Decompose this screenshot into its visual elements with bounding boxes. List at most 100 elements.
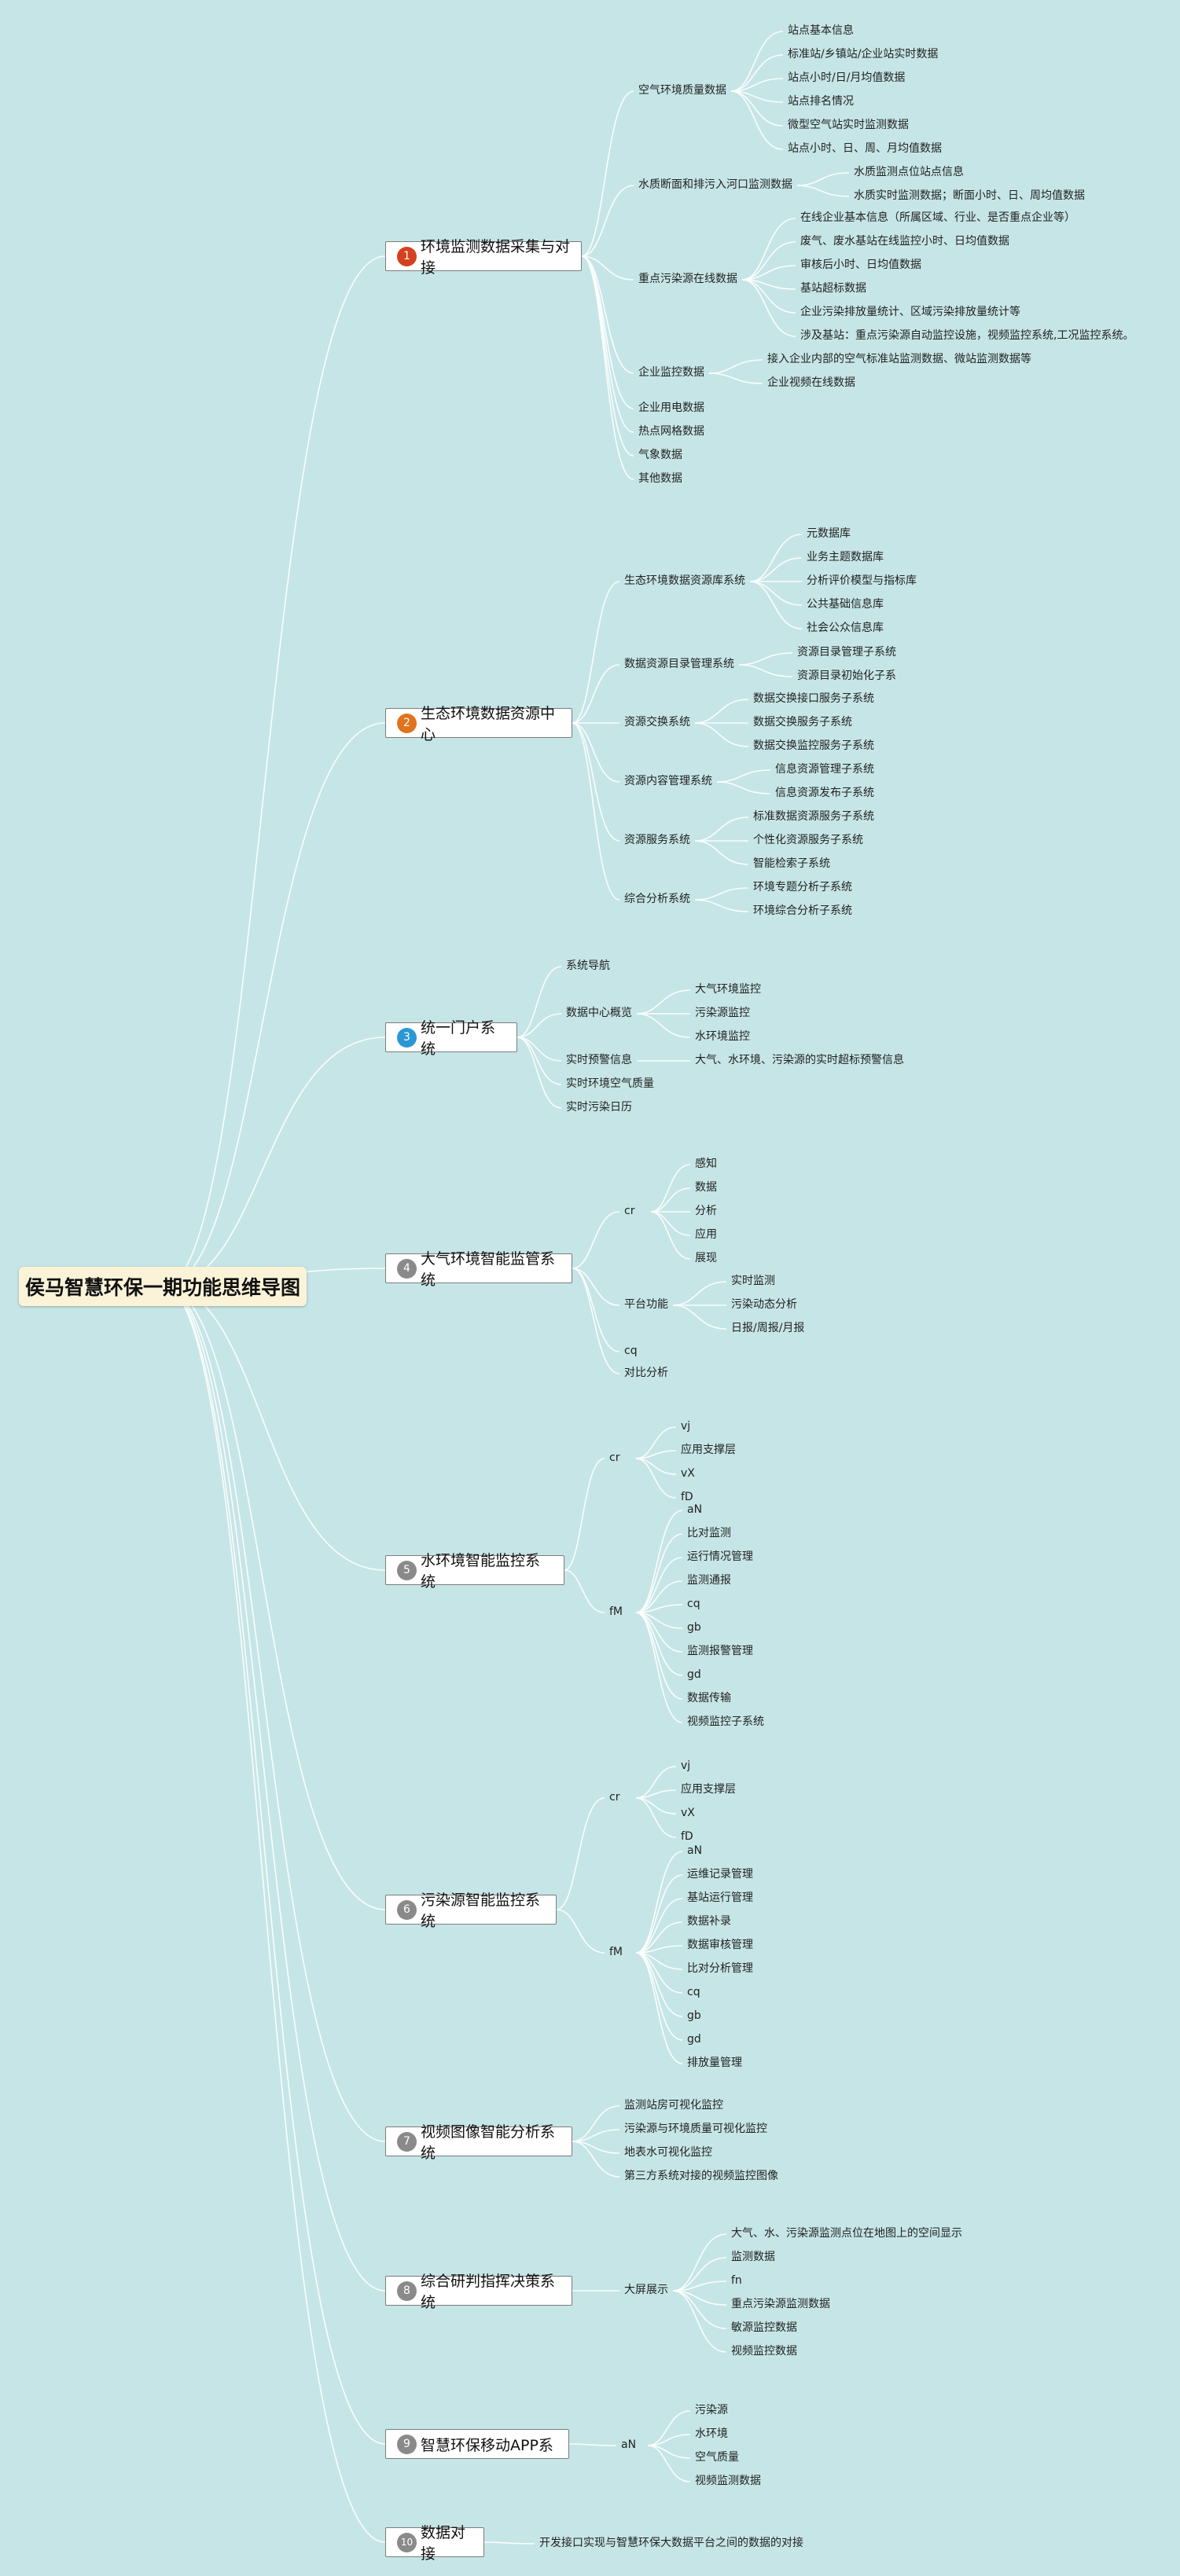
subtopic-label: cr bbox=[624, 1205, 635, 1217]
subtopic-label: 企业用电数据 bbox=[638, 402, 704, 414]
subtopic-label: 系统导航 bbox=[566, 960, 610, 972]
connector-line bbox=[635, 1533, 683, 1613]
connector-line bbox=[672, 2290, 727, 2329]
leaf-label: 污染动态分析 bbox=[731, 1298, 797, 1311]
connector-line bbox=[581, 255, 634, 480]
leaf-label: vX bbox=[681, 1467, 695, 1480]
leaf-label: cq bbox=[687, 1986, 700, 1998]
connector-line bbox=[796, 172, 850, 186]
connector-line bbox=[581, 255, 634, 374]
connector-line bbox=[716, 769, 771, 783]
connector-line bbox=[650, 1211, 691, 1236]
connector-line bbox=[738, 652, 793, 666]
branch-label: 统一门户系统 bbox=[421, 1019, 496, 1058]
connector-line bbox=[708, 372, 763, 384]
connector-line bbox=[564, 1569, 605, 1613]
leaf-label: 环境专题分析子系统 bbox=[753, 881, 852, 894]
leaf-label: 重点污染源监测数据 bbox=[731, 2298, 830, 2310]
connector-line bbox=[572, 1268, 620, 1306]
leaf-label: 社会公众信息库 bbox=[807, 622, 884, 634]
leaf-label: 视频监控子系统 bbox=[687, 1715, 764, 1728]
subtopic-label: 地表水可视化监控 bbox=[624, 2146, 712, 2159]
subtopic-label: 气象数据 bbox=[638, 449, 682, 461]
connector-line bbox=[694, 887, 749, 901]
connector-line bbox=[650, 1211, 691, 1260]
connector-line bbox=[730, 90, 784, 127]
connector-line bbox=[572, 581, 620, 724]
connector-line bbox=[672, 2257, 727, 2292]
connector-line bbox=[572, 2105, 620, 2142]
branch-number-badge: 3 bbox=[397, 1027, 417, 1048]
connector-line bbox=[730, 78, 784, 92]
subtopic-label: 平台功能 bbox=[624, 1298, 668, 1311]
leaf-label: 站点小时、日、周、月均值数据 bbox=[788, 142, 942, 155]
leaf-label: 企业视频在线数据 bbox=[767, 376, 855, 389]
connector-line bbox=[572, 722, 620, 783]
leaf-label: 应用支撑层 bbox=[681, 1783, 736, 1796]
branch-label: 数据对接 bbox=[421, 2524, 466, 2563]
leaf-label: 敏源监控数据 bbox=[731, 2321, 797, 2334]
leaf-label: 业务主题数据库 bbox=[807, 551, 884, 563]
connector-line bbox=[581, 255, 634, 281]
connector-line bbox=[163, 1286, 386, 2445]
leaf-label: 感知 bbox=[695, 1158, 717, 1170]
leaf-label: 分析 bbox=[695, 1205, 717, 1217]
branch-label: 生态环境数据资源中心 bbox=[421, 705, 556, 743]
subtopic-label: aN bbox=[621, 2438, 637, 2451]
subtopic-label: 企业监控数据 bbox=[638, 366, 704, 379]
subtopic-label: 生态环境数据资源库系统 bbox=[624, 574, 745, 587]
leaf-label: 智能检索子系统 bbox=[753, 857, 830, 870]
connector-line bbox=[741, 265, 796, 281]
connector-line bbox=[730, 31, 784, 92]
leaf-label: 数据补录 bbox=[687, 1915, 731, 1928]
connector-line bbox=[749, 581, 803, 629]
connector-line bbox=[568, 2443, 617, 2446]
connector-line bbox=[556, 1797, 605, 1910]
leaf-label: 水环境监控 bbox=[695, 1030, 750, 1043]
connector-line bbox=[635, 1612, 683, 1723]
connector-line bbox=[694, 899, 749, 912]
connector-line bbox=[749, 557, 803, 582]
leaf-label: 数据交换服务子系统 bbox=[753, 716, 852, 728]
connector-line bbox=[163, 1286, 386, 2292]
subtopic-label: 实时环境空气质量 bbox=[566, 1077, 654, 1090]
leaf-label: 监测报警管理 bbox=[687, 1645, 753, 1657]
leaf-label: aN bbox=[687, 1844, 703, 1857]
leaf-label: fD bbox=[681, 1830, 693, 1843]
connector-line bbox=[636, 1013, 691, 1038]
branch-label: 视频图像智能分析系统 bbox=[421, 2123, 556, 2162]
connector-line bbox=[572, 1211, 620, 1269]
root-node: 侯马智慧环保一期功能思维导图 bbox=[19, 1267, 307, 1306]
leaf-label: 站点小时/日/月均值数据 bbox=[788, 72, 906, 84]
connector-line bbox=[516, 966, 562, 1038]
leaf-label: 数据交换接口服务子系统 bbox=[753, 692, 874, 705]
connector-line bbox=[730, 90, 784, 150]
connector-line bbox=[716, 781, 771, 794]
leaf-label: vj bbox=[681, 1760, 691, 1772]
leaf-label: 实时监测 bbox=[731, 1275, 775, 1287]
connector-line bbox=[741, 279, 796, 337]
connector-line bbox=[796, 185, 850, 197]
leaf-label: 应用 bbox=[695, 1228, 717, 1241]
leaf-label: gb bbox=[687, 2009, 701, 2022]
leaf-label: vX bbox=[681, 1807, 695, 1819]
leaf-label: 基站运行管理 bbox=[687, 1892, 753, 1904]
leaf-label: 信息资源管理子系统 bbox=[775, 763, 874, 776]
connector-line bbox=[635, 1612, 683, 1700]
leaf-label: 视频监控数据 bbox=[731, 2345, 797, 2358]
leaf-label: 微型空气站实时监测数据 bbox=[788, 119, 909, 131]
leaf-label: 审核后小时、日均值数据 bbox=[800, 259, 921, 271]
subtopic-label: 热点网格数据 bbox=[638, 425, 704, 438]
leaf-label: 环境综合分析子系统 bbox=[753, 905, 852, 917]
leaf-label: 比对分析管理 bbox=[687, 1962, 753, 1975]
leaf-label: 展现 bbox=[695, 1252, 717, 1264]
connector-line bbox=[749, 581, 803, 606]
leaf-label: 接入企业内部的空气标准站监测数据、微站监测数据等 bbox=[767, 353, 1031, 365]
connector-line bbox=[741, 241, 796, 281]
branch-number-badge: 8 bbox=[397, 2281, 417, 2301]
connector-line bbox=[163, 255, 386, 1287]
